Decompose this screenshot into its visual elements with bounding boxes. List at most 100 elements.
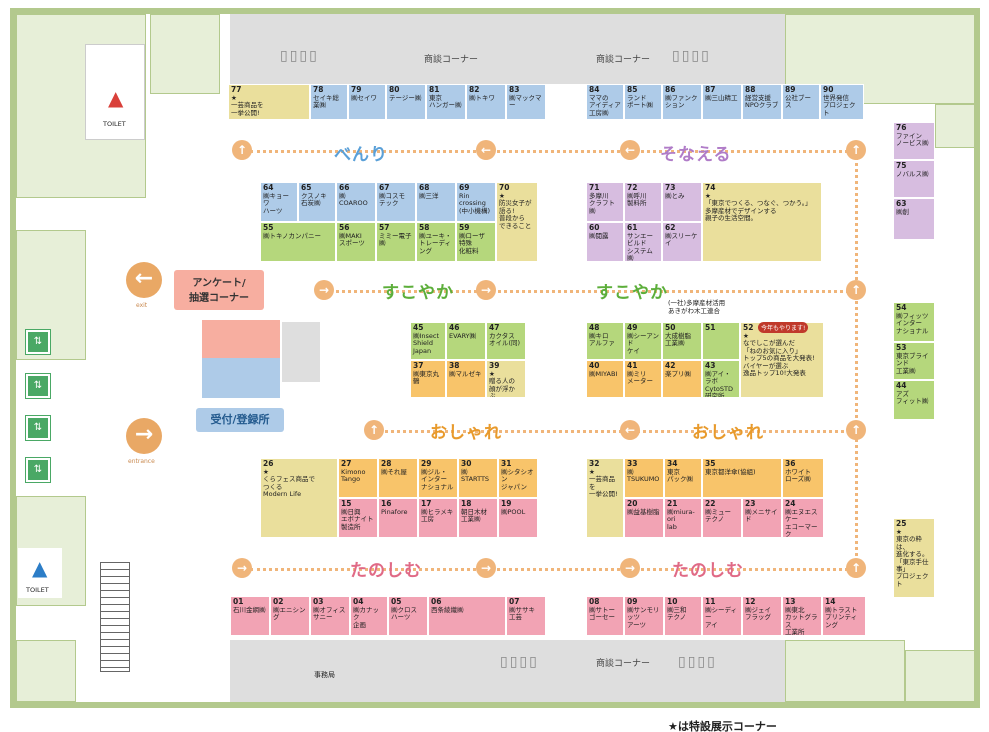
path-arrow-icon: → xyxy=(232,558,252,578)
booth-83[interactable]: 83㈱マックマー xyxy=(506,84,546,120)
booth-number: 67 xyxy=(379,183,390,192)
booth-23[interactable]: 23㈱メニサイド xyxy=(742,498,782,538)
booth-66[interactable]: 66㈱COAROO xyxy=(336,182,376,222)
booth-79[interactable]: 79㈱セイワ xyxy=(348,84,386,120)
booth-41[interactable]: 41㈱ミリ メーター xyxy=(624,360,662,398)
booth-87[interactable]: 87㈱三山精工 xyxy=(702,84,742,120)
corner-step-top-left xyxy=(150,14,220,94)
booth-54[interactable]: 54㈱フィッツ インター ナショナル xyxy=(893,302,935,342)
booth-33[interactable]: 33㈱TSUKUMO xyxy=(624,458,664,498)
booth-11[interactable]: 11㈱シーディー アイ xyxy=(702,596,742,636)
booth-28[interactable]: 28㈱それ屋 xyxy=(378,458,418,498)
path-arrow-icon: ← xyxy=(476,140,496,160)
booth-number: 07 xyxy=(509,597,520,606)
booth-25[interactable]: 25★ 東京の粋は、 進化する。 「東京手仕事」 プロジェクト xyxy=(893,518,935,598)
booth-73[interactable]: 73㈱とみ xyxy=(662,182,702,222)
booth-70[interactable]: 70★ 防災女子が 語る! 普段から できること xyxy=(496,182,538,262)
booth-03[interactable]: 03㈱オフィス サニー xyxy=(310,596,350,636)
booth-77[interactable]: 77★ 一芸商品を 一挙公開! xyxy=(228,84,310,120)
booth-number: 81 xyxy=(429,85,440,94)
booth-60[interactable]: 60㈱閲露 xyxy=(586,222,624,262)
booth-04[interactable]: 04㈱カナック 企画 xyxy=(350,596,388,636)
booth-48[interactable]: 48㈱キロ アルファ xyxy=(586,322,624,360)
booth-20[interactable]: 20㈱益基樹脂 xyxy=(624,498,664,538)
booth-51[interactable]: 51 xyxy=(702,322,740,360)
booth-56[interactable]: 56㈱MAKI スポーツ xyxy=(336,222,376,262)
booth-number: 46 xyxy=(449,323,460,332)
booth-74[interactable]: 74★ 「東京でつくる、つなぐ、つかう。」 多摩産材でデザインする 親子の生活空… xyxy=(702,182,822,262)
booth-13[interactable]: 13㈱東北 カットグラス 工業所 xyxy=(782,596,822,636)
booth-67[interactable]: 67㈱コスモ テック xyxy=(376,182,416,222)
booth-31[interactable]: 31㈱シタシオン ジャパン xyxy=(498,458,538,498)
booth-62[interactable]: 62㈱スリーケイ xyxy=(662,222,702,262)
booth-38[interactable]: 38㈱マルゼキ xyxy=(446,360,486,398)
booth-07[interactable]: 07㈱ササキ 工芸 xyxy=(506,596,546,636)
booth-21[interactable]: 21㈱miura-ori lab xyxy=(664,498,702,538)
booth-72[interactable]: 72㈱呼川 製料所 xyxy=(624,182,662,222)
booth-55[interactable]: 55㈱トキノカンパニー xyxy=(260,222,336,262)
booth-52[interactable]: 52★ なでしこが選んだ 「ねのお気に入り」 トップ5の商品を大発表! バイヤー… xyxy=(740,322,824,398)
booth-15[interactable]: 15㈱日興 エボナイト 製造所 xyxy=(338,498,378,538)
booth-68[interactable]: 68㈱三洋 xyxy=(416,182,456,222)
booth-09[interactable]: 09㈱サンモリッツ アーツ xyxy=(624,596,664,636)
booth-39[interactable]: 39★ 贈る人の 顔が浮かぶ、 とっておきの ギフト xyxy=(486,360,526,398)
booth-05[interactable]: 05㈱クロス ハーツ xyxy=(388,596,428,636)
booth-number: 28 xyxy=(381,459,392,468)
booth-43[interactable]: 43㈱アイ・ラボ CytoSTD 研究所 xyxy=(702,360,740,398)
booth-17[interactable]: 17㈱ヒラメキ 工房 xyxy=(418,498,458,538)
booth-58[interactable]: 58㈱ユーキ・ トレーディング xyxy=(416,222,456,262)
booth-08[interactable]: 08㈱サトー ゴーセー xyxy=(586,596,624,636)
booth-45[interactable]: 45㈱Insect Shield Japan xyxy=(410,322,446,360)
booth-63[interactable]: 63㈱創 xyxy=(893,198,935,240)
booth-82[interactable]: 82㈱トキワ xyxy=(466,84,506,120)
booth-12[interactable]: 12㈱ジェイ フラッグ xyxy=(742,596,782,636)
booth-29[interactable]: 29㈱ジル・ インター ナショナル xyxy=(418,458,458,498)
booth-22[interactable]: 22㈱ミュー テクノ xyxy=(702,498,742,538)
booth-24[interactable]: 24㈱エヌエスケー エコーマーク xyxy=(782,498,824,538)
booth-10[interactable]: 10㈱三和 テクノ xyxy=(664,596,702,636)
booth-64[interactable]: 64㈱キョーワ ハーツ xyxy=(260,182,298,222)
booth-19[interactable]: 19㈱POOL xyxy=(498,498,538,538)
booth-14[interactable]: 14㈱トラスト プリンティング xyxy=(822,596,866,636)
booth-26[interactable]: 26★ くらフェス商品で つくる Modern Life xyxy=(260,458,338,538)
booth-37[interactable]: 37㈱東京丸鶴 xyxy=(410,360,446,398)
toilet-label-bottom: TOILET xyxy=(26,586,49,594)
booth-32[interactable]: 32★ 一芸商品を 一挙公開! xyxy=(586,458,624,538)
booth-30[interactable]: 30㈱STARTTS xyxy=(458,458,498,498)
booth-40[interactable]: 40㈱MIYABI xyxy=(586,360,624,398)
booth-59[interactable]: 59㈱ローザ 特殊 化粧料 xyxy=(456,222,496,262)
booth-86[interactable]: 86㈱ファンク ション xyxy=(662,84,702,120)
booth-49[interactable]: 49㈱シーアンド ケイ xyxy=(624,322,662,360)
booth-number: 68 xyxy=(419,183,430,192)
booth-02[interactable]: 02㈱エニシング xyxy=(270,596,310,636)
